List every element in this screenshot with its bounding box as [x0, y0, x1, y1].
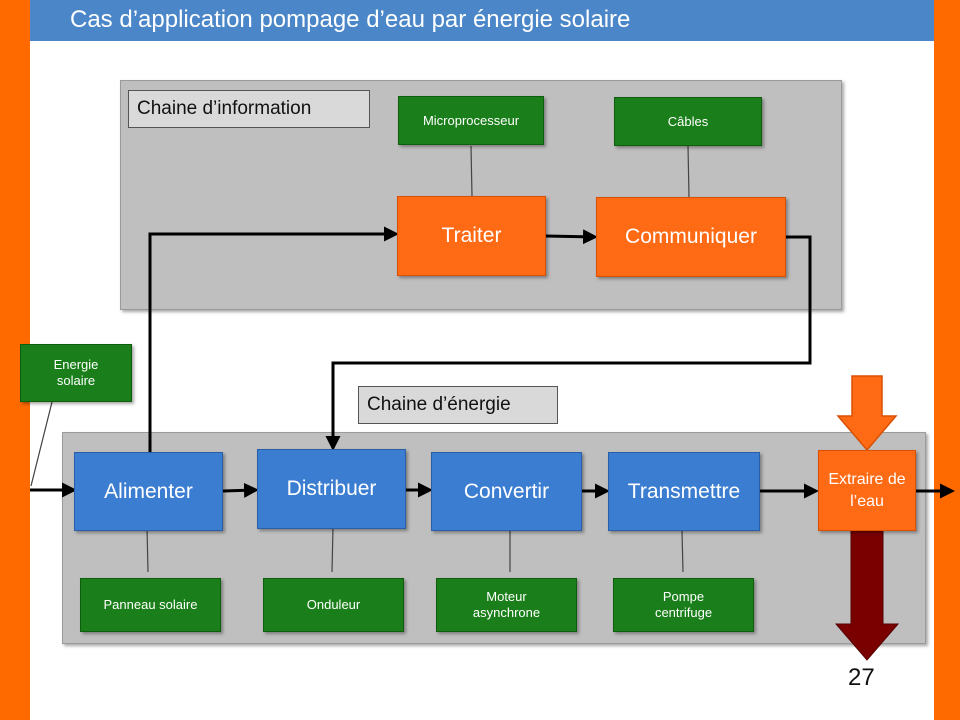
traiter-box: Traiter: [397, 196, 546, 276]
cables-box: Câbles: [614, 97, 762, 146]
slide-title: Cas d’application pompage d’eau par éner…: [70, 6, 631, 33]
alimenter-box: Alimenter: [74, 452, 223, 531]
energie-solaire-box: Energie solaire: [20, 344, 132, 402]
page-number: 27: [848, 664, 875, 691]
convertir-box: Convertir: [431, 452, 582, 531]
onduleur-box: Onduleur: [263, 578, 404, 632]
title-bar: Cas d’application pompage d’eau par éner…: [30, 0, 934, 41]
transmettre-box: Transmettre: [608, 452, 760, 531]
pompe-centrifuge-box: Pompe centrifuge: [613, 578, 754, 632]
extraire-box: Extraire de l’eau: [818, 450, 916, 531]
communiquer-box: Communiquer: [596, 197, 786, 277]
distribuer-box: Distribuer: [257, 449, 406, 529]
panneau-solaire-box: Panneau solaire: [80, 578, 221, 632]
information-chain-label: Chaine d’information: [128, 90, 370, 128]
moteur-asynchrone-box: Moteur asynchrone: [436, 578, 577, 632]
input-arrow-shape: [836, 375, 898, 452]
output-arrow-shape: [834, 529, 900, 661]
right-orange-bar: [934, 0, 960, 720]
energy-chain-label: Chaine d’énergie: [358, 386, 558, 424]
microprocesseur-box: Microprocesseur: [398, 96, 544, 145]
